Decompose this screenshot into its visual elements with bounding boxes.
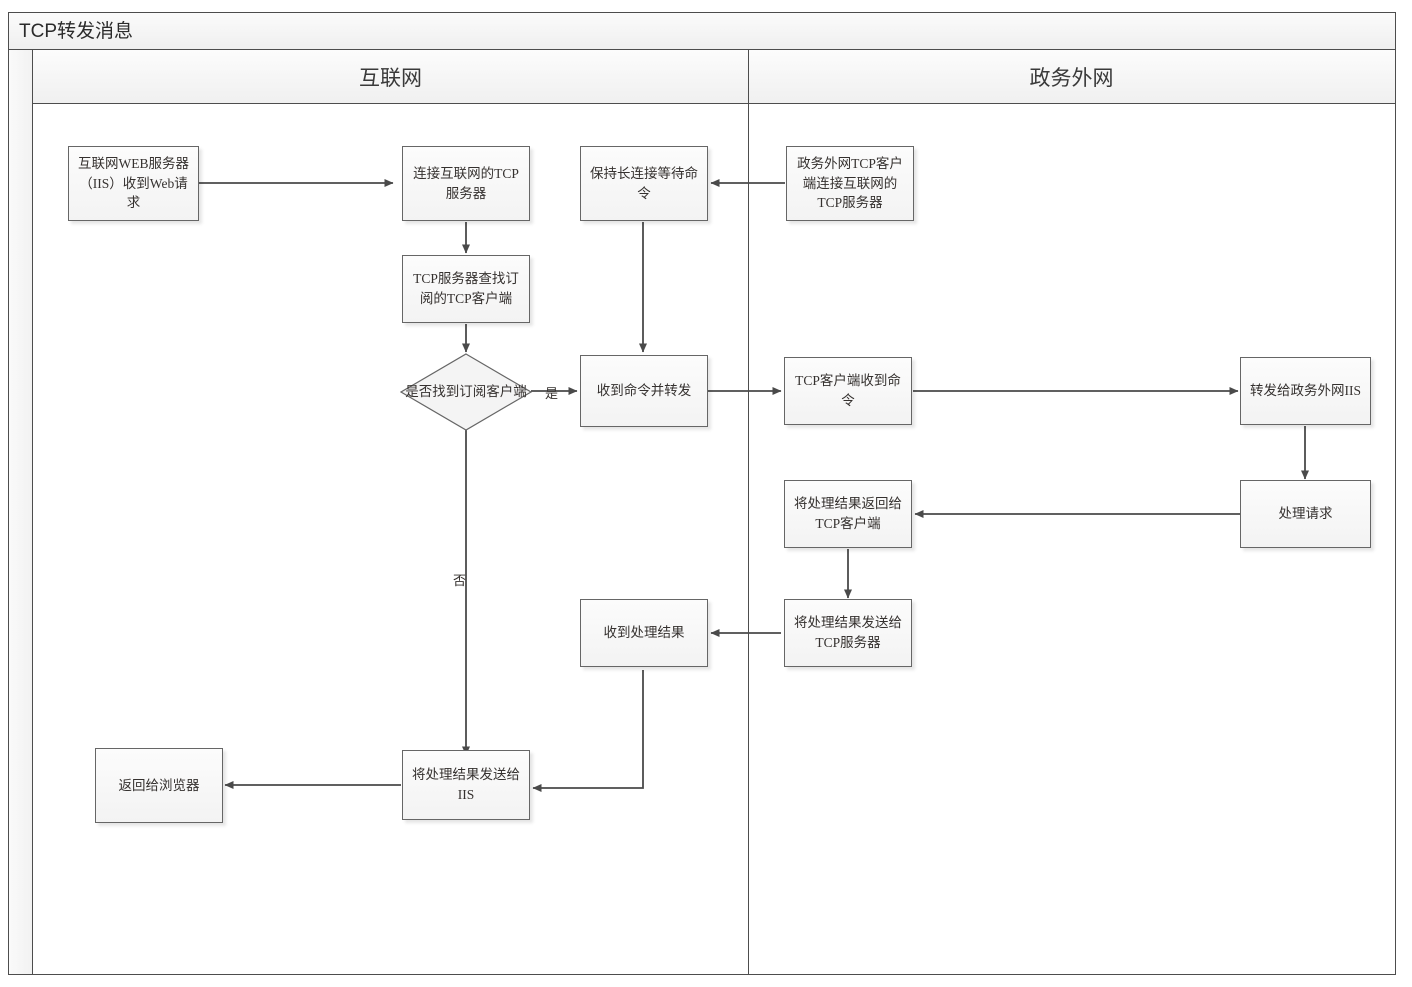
node-receive-and-forward-command[interactable]: 收到命令并转发 — [580, 355, 708, 427]
node-send-result-to-tcp-server[interactable]: 将处理结果发送给TCP服务器 — [784, 599, 912, 667]
node-label: 收到命令并转发 — [596, 383, 692, 399]
node-connect-internet-tcp-server[interactable]: 连接互联网的TCP服务器 — [402, 146, 530, 221]
node-label: TCP服务器查找订阅的TCP客户端 — [413, 271, 519, 306]
node-forward-to-gov-iis[interactable]: 转发给政务外网IIS — [1240, 357, 1371, 425]
node-label: 返回给浏览器 — [118, 777, 200, 793]
node-keep-long-connection[interactable]: 保持长连接等待命令 — [580, 146, 708, 221]
edge-label-yes: 是 — [545, 386, 559, 401]
node-return-result-to-tcp-client[interactable]: 将处理结果返回给TCP客户端 — [784, 480, 912, 548]
lane-divider — [748, 50, 749, 974]
node-process-request[interactable]: 处理请求 — [1240, 480, 1371, 548]
node-label: 将处理结果返回给TCP客户端 — [794, 496, 902, 531]
node-gov-tcp-client-connect[interactable]: 政务外网TCP客户端连接互联网的TCP服务器 — [786, 146, 914, 221]
node-label: TCP客户端收到命令 — [795, 373, 901, 408]
diagram-title: TCP转发消息 — [8, 12, 1396, 50]
node-send-result-to-iis[interactable]: 将处理结果发送给IIS — [402, 750, 530, 820]
node-found-subscriber-decision[interactable]: 是否找到订阅客户端 — [400, 353, 532, 431]
diamond-shape — [400, 353, 532, 431]
node-return-to-browser[interactable]: 返回给浏览器 — [95, 748, 223, 823]
pool-label-band — [9, 50, 33, 974]
node-label: 连接互联网的TCP服务器 — [413, 165, 519, 201]
node-label: 转发给政务外网IIS — [1250, 383, 1361, 399]
lane-header-internet: 互联网 — [33, 50, 748, 104]
node-label: 处理请求 — [1278, 506, 1333, 522]
node-label: 政务外网TCP客户端连接互联网的TCP服务器 — [797, 156, 903, 211]
node-label: 将处理结果发送给IIS — [412, 767, 520, 802]
node-web-server-request[interactable]: 互联网WEB服务器（IIS）收到Web请求 — [68, 146, 199, 221]
node-label: 互联网WEB服务器（IIS）收到Web请求 — [78, 156, 189, 211]
node-tcp-server-find-client[interactable]: TCP服务器查找订阅的TCP客户端 — [402, 255, 530, 323]
node-label: 收到处理结果 — [603, 625, 685, 641]
edge-label-no: 否 — [453, 573, 467, 588]
node-label: 保持长连接等待命令 — [590, 165, 698, 201]
node-receive-process-result[interactable]: 收到处理结果 — [580, 599, 708, 667]
node-label: 将处理结果发送给TCP服务器 — [794, 615, 902, 650]
lane-header-gov-extranet: 政务外网 — [748, 50, 1395, 104]
node-tcp-client-receive-command[interactable]: TCP客户端收到命令 — [784, 357, 912, 425]
